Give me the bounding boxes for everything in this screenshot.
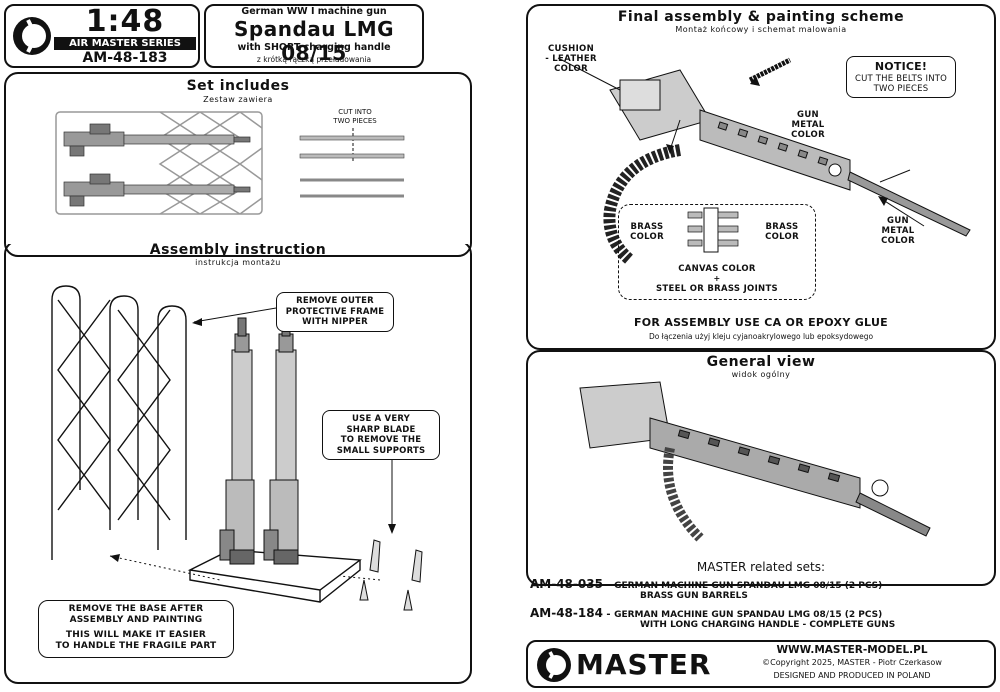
base-line3: This will make it easier <box>65 629 207 640</box>
brass-left-line2: COLOR <box>630 232 664 243</box>
gun-metal-1-line1: GUN <box>797 110 819 120</box>
set-includes-subtitle: Zestaw zawiera <box>203 95 273 104</box>
master-footer-logo-icon <box>537 648 571 682</box>
assembly-subtitle: instrukcja montażu <box>195 258 281 267</box>
assembly-illustration <box>51 285 423 611</box>
base-line1: Remove the base after <box>68 604 204 614</box>
product-variant-pl: z krótką rączką przeładowania <box>256 55 372 64</box>
related-item-2: AM-48-184 - German machine gun Spandau L… <box>530 606 996 630</box>
blade-line3: TO REMOVE THE <box>340 435 422 446</box>
notice-box: NOTICE! CUT THE BELTS INTO TWO PIECES <box>846 56 956 98</box>
footer-made: Designed and produced in POLAND <box>773 671 931 680</box>
remove-frame-note: REMOVE OUTER PROTECTIVE FRAME WITH NIPPE… <box>276 292 394 332</box>
gun-metal-2-line2: METAL <box>881 226 915 237</box>
remove-frame-line2: PROTECTIVE FRAME <box>285 306 385 317</box>
related-desc-2: German machine gun Spandau LMG 08/15 (2 … <box>614 610 883 620</box>
cushion-line3: COLOR <box>554 64 588 75</box>
product-subtitle: German WW I machine gun <box>241 6 387 17</box>
product-variant: with SHORT charging handle <box>237 42 391 53</box>
footer-frame <box>526 640 996 688</box>
blade-line4: SMALL SUPPORTS <box>336 445 426 456</box>
brass-left-label: BRASS COLOR <box>622 222 672 242</box>
remove-base-note: Remove the base after assembly and paint… <box>38 600 234 658</box>
series-label: AIR MASTER SERIES <box>54 37 196 50</box>
brass-right-line1: BRASS <box>765 222 799 232</box>
canvas-label: CANVAS COLOR <box>678 264 756 274</box>
footer-brand: MASTER <box>576 648 712 681</box>
joints-label: STEEL OR BRASS JOINTS <box>656 284 778 294</box>
final-title: Final assembly & painting scheme <box>617 9 905 25</box>
gun-metal-1-line3: COLOR <box>791 130 825 141</box>
sharp-blade-note: USE A VERY SHARP BLADE TO REMOVE THE SMA… <box>322 410 440 460</box>
related-desc-1b: brass gun barrels <box>640 591 748 601</box>
footer-copyright: ©Copyright 2025, MASTER - Piotr Czerkaso… <box>762 658 942 667</box>
belts-illustration <box>299 128 405 198</box>
related-code-2: AM-48-184 <box>530 606 603 620</box>
general-title: General view <box>706 354 816 370</box>
set-includes-title: Set includes <box>186 78 290 94</box>
upright-gun-2 <box>263 317 299 565</box>
plus-label: + <box>713 274 721 283</box>
gun-metal-2-line3: COLOR <box>881 236 915 247</box>
general-view-frame <box>526 350 996 586</box>
ammo-belt <box>603 57 792 265</box>
notice-title: NOTICE! <box>874 60 928 73</box>
brass-left-line1: BRASS <box>630 222 664 232</box>
cushion-label: CUSHION - LEATHER COLOR <box>536 44 606 75</box>
fret-illustration <box>55 111 263 215</box>
related-code-1: AM-48-035 <box>530 577 603 591</box>
base-line2: assembly and painting <box>69 615 203 626</box>
gun-metal-2-line1: GUN <box>887 216 909 226</box>
cushion-line2: - LEATHER <box>545 54 597 65</box>
right-page: Final assembly & painting scheme Montaż … <box>500 0 1000 692</box>
related-dash-1: - <box>606 580 611 591</box>
general-subtitle: widok ogólny <box>731 370 791 379</box>
assembly-title: Assembly instruction <box>149 242 327 258</box>
product-title: Spandau LMG 08/15 <box>233 17 395 65</box>
gun-metal-1-line2: METAL <box>791 120 825 131</box>
notice-line1: CUT THE BELTS INTO <box>854 73 948 84</box>
scale-label: 1:48 <box>85 4 165 39</box>
cartridge-detail-icon <box>687 207 739 253</box>
gun-metal-label-1: GUN METAL COLOR <box>778 110 838 141</box>
product-code: AM-48-183 <box>82 50 168 66</box>
cut-note-line2: TWO PIECES <box>333 117 377 125</box>
remove-frame-line1: REMOVE OUTER <box>296 296 374 306</box>
left-page: 1:48 AIR MASTER SERIES AM-48-183 German … <box>4 4 472 684</box>
blade-line2: SHARP BLADE <box>346 424 416 435</box>
blade-line1: USE A VERY <box>352 414 410 424</box>
footer-url: www.master-model.pl <box>776 644 928 656</box>
set-includes-frame <box>4 72 472 257</box>
brass-right-line2: COLOR <box>765 232 799 243</box>
cartridge-detail-box <box>618 204 816 300</box>
glue-note-pl: Do łączenia użyj kleju cyjanoakrylowego … <box>648 332 874 341</box>
related-item-1: AM-48-035 - German machine gun Spandau L… <box>530 577 996 601</box>
glue-note: For assembly use CA or EPOXY glue <box>633 316 889 329</box>
related-title: MASTER related sets: <box>696 560 826 574</box>
notice-line2: TWO PIECES <box>873 84 929 95</box>
master-logo-icon <box>13 17 51 55</box>
logo-box <box>4 4 200 68</box>
related-desc-1: German machine gun Spandau LMG 08/15 (2 … <box>614 581 883 591</box>
general-view-illustration <box>579 381 931 542</box>
title-box <box>204 4 424 68</box>
brass-right-label: BRASS COLOR <box>754 222 810 242</box>
gun-sprue-2 <box>63 173 251 207</box>
final-subtitle: Montaż końcowy i schemat malowania <box>675 25 847 34</box>
related-dash-2: - <box>606 609 611 620</box>
remove-frame-line3: WITH NIPPER <box>302 317 368 328</box>
base-line4: to handle the fragile part <box>55 640 217 651</box>
related-desc-2b: with LONG charging handle - complete gun… <box>640 620 896 630</box>
gun-sprue-1 <box>63 123 251 157</box>
frame-gap <box>6 232 470 244</box>
cushion-line1: CUSHION <box>548 44 594 54</box>
final-assembly-frame <box>526 4 996 350</box>
cut-note-line1: CUT INTO <box>338 108 372 116</box>
final-gun-illustration <box>557 57 971 265</box>
upright-gun-1 <box>219 317 255 565</box>
gun-metal-label-2: GUN METAL COLOR <box>868 216 928 247</box>
